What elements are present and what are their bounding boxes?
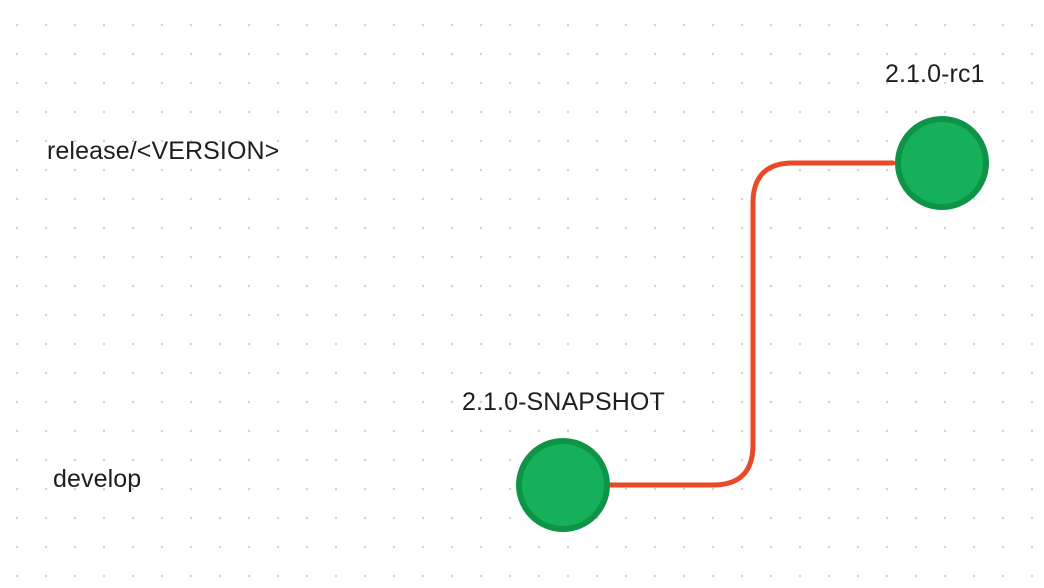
node-label-rc1: 2.1.0-rc1 <box>885 60 985 88</box>
lane-label-develop: develop <box>53 465 142 493</box>
node-label-snapshot: 2.1.0-SNAPSHOT <box>462 388 665 416</box>
commit-node-snapshot[interactable] <box>516 438 610 532</box>
branch-edge <box>607 160 896 488</box>
lane-label-release: release/<VERSION> <box>47 137 280 165</box>
commit-node-rc1[interactable] <box>895 116 989 210</box>
